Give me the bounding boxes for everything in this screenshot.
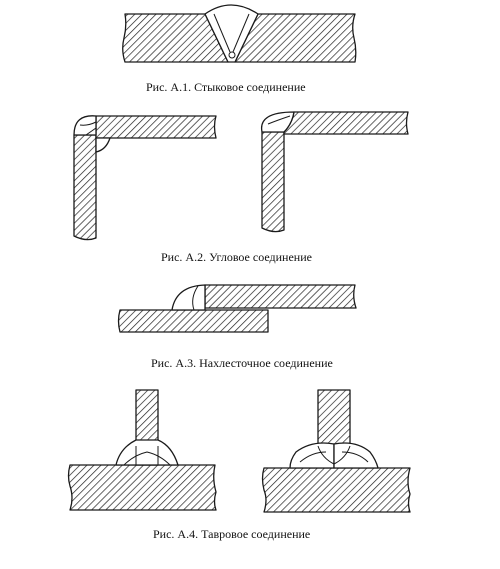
tee-joint-figure-right [261, 389, 411, 513]
caption-corner-joint: Рис. А.2. Угловое соединение [161, 250, 312, 264]
tee-joint-figure-left [67, 389, 217, 511]
lap-joint-figure [117, 284, 357, 333]
tee-right-weld-left [289, 442, 335, 469]
corner-right-weld-line [267, 115, 291, 125]
corner-joint-figure-right [260, 111, 409, 233]
corner-left-horizontal-plate [95, 115, 217, 139]
lap-lower-plate [117, 309, 269, 333]
butt-joint-figure [122, 4, 357, 63]
butt-weld-fusion-lines [213, 13, 250, 53]
caption-lap-joint: Рис. А.3. Нахлесточное соединение [151, 356, 333, 370]
tee-right-base-plate [261, 467, 411, 513]
butt-weld-bead [204, 4, 259, 63]
butt-root-pore [228, 51, 236, 59]
butt-right-plate [234, 13, 357, 63]
caption-tee-joint: Рис. А.4. Тавровое соединение [153, 527, 311, 541]
tee-right-weld-lines [299, 444, 369, 468]
corner-right-horizontal-plate [283, 111, 409, 135]
corner-left-weld-lines [79, 121, 97, 136]
corner-left-inner-weld [95, 137, 111, 153]
tee-left-weld-lines [123, 446, 171, 466]
lap-weld-line [192, 285, 199, 311]
lap-upper-plate [204, 284, 357, 309]
caption-butt-joint: Рис. А.1. Стыковое соединение [146, 80, 306, 94]
tee-right-stem-plate [317, 389, 351, 446]
corner-right-vertical-plate [261, 131, 285, 233]
corner-joint-figure-left [73, 115, 217, 241]
butt-left-plate [122, 13, 229, 63]
corner-left-vertical-plate [73, 134, 97, 241]
tee-left-base-plate [67, 464, 217, 511]
tee-right-weld-right [333, 442, 379, 469]
lap-weld-bead [171, 284, 206, 311]
